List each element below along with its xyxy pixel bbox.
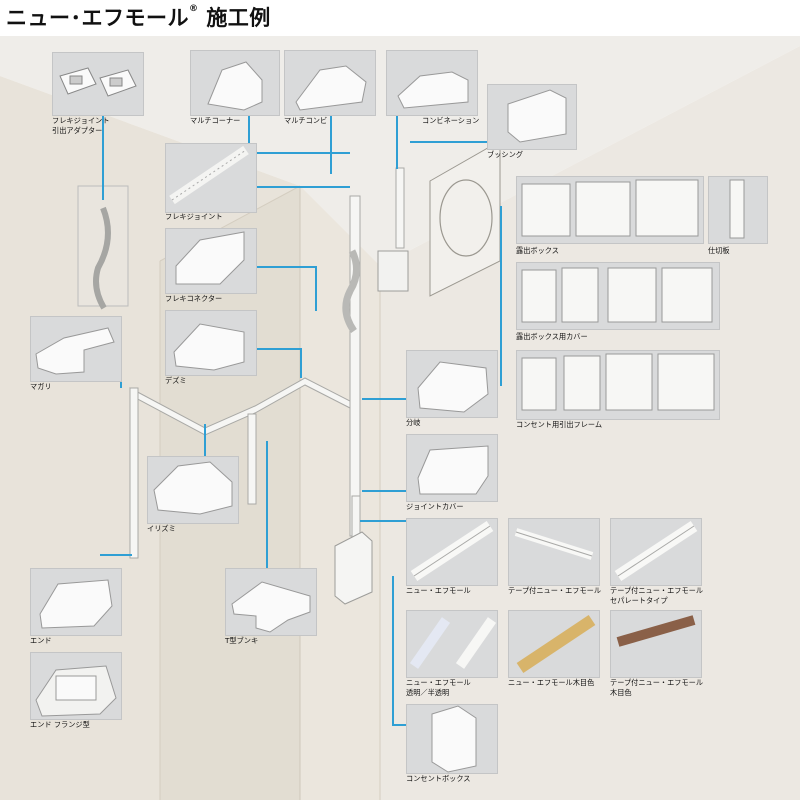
title-suffix: 施工例 [206, 6, 271, 30]
label-end: エンド [30, 636, 52, 645]
panel-flexi-joint [165, 143, 257, 213]
label-joint-cover: ジョイントカバー [406, 502, 464, 511]
label-flexi-joint: フレキジョイント [165, 212, 223, 221]
label-bushing: ブッシング [487, 150, 523, 159]
label-flexi-connector: フレキコネクター [165, 294, 223, 303]
panel-multi-corner [190, 50, 280, 116]
callout-line [240, 348, 300, 350]
label-irizumi: イリズミ [147, 524, 176, 533]
callout-line [230, 152, 350, 154]
label-end-flange: エンド フランジ型 [30, 720, 90, 729]
callout-line [315, 266, 317, 311]
callout-line [362, 398, 407, 400]
panel-multi-combi [284, 50, 376, 116]
panel-magari [30, 316, 122, 382]
label-new-fmall: ニュー・エフモール [406, 586, 471, 595]
callout-line [360, 520, 408, 522]
panel-partition [708, 176, 768, 244]
mall-top [395, 167, 405, 249]
mall-vertical-mid [247, 413, 257, 505]
mall-vertical-left [129, 387, 139, 559]
label-bunki: 分岐 [406, 418, 421, 427]
mall-horizontal-upper [129, 377, 351, 436]
panel-flexi-connector [165, 228, 257, 294]
label-tape-woodgrain: テープ付ニュー・エフモール木目色 [610, 678, 704, 697]
callout-line [100, 554, 132, 556]
panel-clear [406, 610, 498, 678]
callout-line [266, 441, 268, 569]
panel-tape-separate [610, 518, 702, 586]
panel-outlet-frame [516, 350, 720, 420]
mall-main [349, 195, 361, 537]
callout-line [204, 424, 206, 456]
panel-bunki [406, 350, 498, 418]
aircon-fan [439, 179, 493, 257]
label-multi-combi: マルチコンビ [284, 116, 328, 125]
callout-line [362, 490, 407, 492]
label-tape-separate: テープ付ニュー・エフモールセパレートタイプ [610, 586, 704, 605]
label-woodgrain: ニュー・エフモール木目色 [508, 678, 595, 687]
callout-line [500, 206, 502, 386]
callout-line [330, 114, 332, 174]
bushing-body [377, 250, 409, 292]
panel-outlet-box [406, 704, 498, 774]
callout-line [102, 114, 104, 200]
panel-tape-woodgrain [610, 610, 702, 678]
panel-end-flange [30, 652, 122, 720]
title-main: ニュー･エフモール [6, 6, 189, 30]
label-magari: マガリ [30, 382, 52, 391]
installation-scene: フレキジョイント引出アダプター マルチコーナー マルチコンビ コンビネーション … [0, 36, 800, 800]
page-title: ニュー･エフモール® 施工例 [6, 2, 271, 32]
callout-line [392, 576, 394, 724]
panel-exposed-box-cover [516, 262, 720, 330]
label-combination: コンビネーション [422, 116, 480, 125]
registered-mark: ® [189, 4, 199, 14]
label-exposed-box: 露出ボックス [516, 246, 559, 255]
label-outlet-frame: コンセント用引出フレーム [516, 420, 603, 429]
panel-irizumi [147, 456, 239, 524]
panel-combination [386, 50, 478, 116]
panel-tape-fmall [508, 518, 600, 586]
panel-bushing [487, 84, 577, 150]
label-exposed-box-cover: 露出ボックス用カバー [516, 332, 588, 341]
wall-outlet-box [334, 531, 373, 605]
callout-line [240, 266, 315, 268]
callout-line [392, 724, 410, 726]
panel-dezumi [165, 310, 257, 376]
inset-panel [77, 185, 129, 307]
pillar-side [300, 186, 380, 800]
flexi-joint-hose [342, 249, 360, 334]
label-multi-corner: マルチコーナー [190, 116, 241, 125]
label-outlet-box: コンセントボックス [406, 774, 471, 783]
panel-joint-cover [406, 434, 498, 502]
panel-end [30, 568, 122, 636]
label-partition: 仕切板 [708, 246, 730, 255]
panel-woodgrain [508, 610, 600, 678]
label-tape-fmall: テープ付ニュー・エフモール [508, 586, 602, 595]
label-t-bunki: T型ブンキ [225, 636, 259, 645]
callout-line [300, 348, 302, 378]
callout-line [248, 114, 250, 154]
panel-flexi-joint-adapter [52, 52, 144, 116]
label-dezumi: デズミ [165, 376, 187, 385]
callout-line [410, 141, 490, 143]
label-flexi-joint-adapter: フレキジョイント引出アダプター [52, 116, 110, 135]
panel-t-bunki [225, 568, 317, 636]
callout-line [240, 186, 350, 188]
panel-new-fmall [406, 518, 498, 586]
label-clear: ニュー・エフモール透明／半透明 [406, 678, 471, 697]
panel-exposed-box [516, 176, 704, 244]
inset-hose [93, 206, 111, 310]
callout-line [396, 114, 398, 169]
